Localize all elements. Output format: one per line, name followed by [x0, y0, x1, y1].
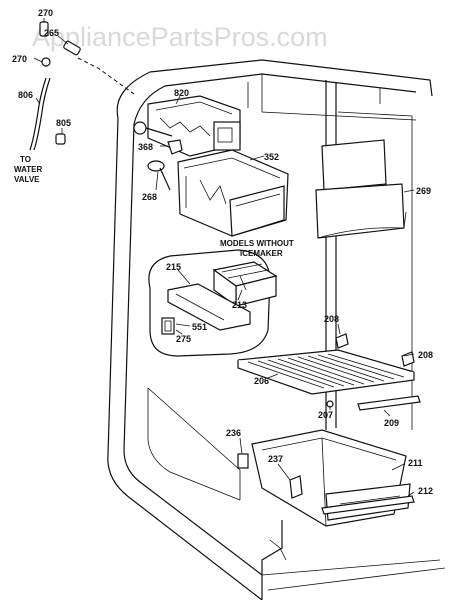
support-208-left [335, 333, 349, 349]
ice-bucket-352 [177, 149, 289, 237]
part-labels: 270 265 270 806 805 820 368 352 268 269 … [12, 8, 433, 496]
label-212: 212 [418, 486, 433, 496]
part-805 [55, 133, 66, 145]
trim-209 [357, 395, 421, 411]
note-water-valve-line2: WATER [14, 165, 43, 174]
label-208-left: 208 [324, 314, 339, 324]
label-551: 551 [192, 322, 207, 332]
fitting-270-ring [41, 57, 51, 67]
label-352: 352 [264, 152, 279, 162]
label-820: 820 [174, 88, 189, 98]
label-270-top: 270 [38, 8, 53, 18]
label-269: 269 [416, 186, 431, 196]
note-models-line1: MODELS WITHOUT [220, 239, 294, 248]
label-270-ring: 270 [12, 54, 27, 64]
part-268 [147, 160, 171, 191]
note-models-without-icemaker: MODELS WITHOUT ICEMAKER [220, 239, 294, 258]
leader-lines [33, 18, 415, 497]
icetray-group [148, 249, 278, 357]
fitting-265 [63, 40, 81, 56]
part-368 [167, 139, 183, 155]
label-206: 206 [254, 376, 269, 386]
part-237 [289, 475, 303, 499]
water-tube-fittings [29, 21, 81, 151]
label-265: 265 [44, 28, 59, 38]
label-805: 805 [56, 118, 71, 128]
panel-269 [315, 139, 407, 239]
cabinet-outline [107, 59, 446, 601]
label-208-right: 208 [418, 350, 433, 360]
crisper-drawer-211 [251, 429, 415, 527]
note-water-valve-line3: VALVE [14, 175, 40, 184]
label-236: 236 [226, 428, 241, 438]
watermark: AppliancePartsPros.com [32, 22, 328, 52]
note-water-valve-line1: TO [20, 155, 31, 164]
label-268: 268 [142, 192, 157, 202]
note-water-valve: TO WATER VALVE [14, 155, 43, 184]
label-275: 275 [176, 334, 191, 344]
tube-806 [29, 77, 47, 151]
label-237: 237 [268, 454, 283, 464]
label-215: 215 [166, 262, 181, 272]
label-209: 209 [384, 418, 399, 428]
label-368: 368 [138, 142, 153, 152]
label-806: 806 [18, 90, 33, 100]
bracket-236 [237, 453, 249, 469]
label-207: 207 [318, 410, 333, 420]
wire-shelf-206 [237, 349, 415, 395]
label-213: 213 [232, 300, 247, 310]
note-models-line2: ICEMAKER [240, 249, 283, 258]
label-211: 211 [408, 458, 423, 468]
water-line-dashed [77, 57, 135, 95]
